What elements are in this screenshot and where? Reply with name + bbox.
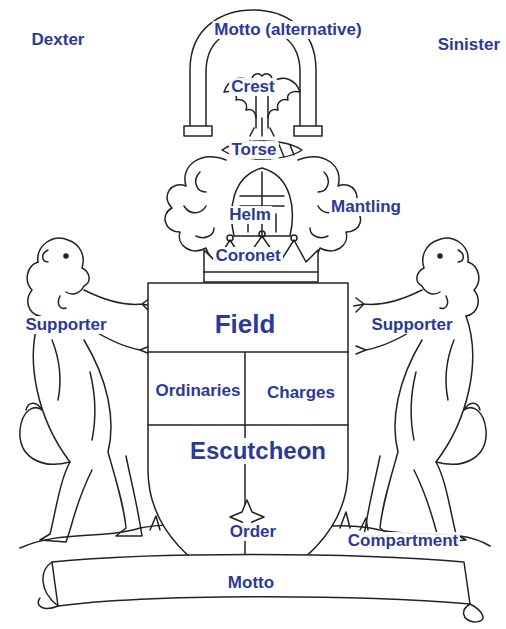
part-label: Crest — [229, 78, 276, 97]
part-label: Helm — [227, 206, 273, 225]
part-label: Escutcheon — [188, 438, 328, 464]
part-label: Motto — [226, 574, 276, 593]
part-label: Compartment — [346, 532, 461, 551]
part-label: Supporter — [369, 316, 454, 335]
part-label: Mantling — [329, 198, 403, 217]
part-label: Torse — [229, 141, 278, 160]
part-label: Motto (alternative) — [212, 21, 363, 40]
part-label: Ordinaries — [153, 382, 242, 401]
part-label: Supporter — [23, 316, 108, 335]
part-label: Coronet — [213, 247, 282, 266]
part-label: Dexter — [30, 31, 87, 50]
part-label: Charges — [265, 384, 337, 403]
part-label: Sinister — [436, 36, 502, 55]
part-label: Field — [213, 310, 278, 339]
part-label: Order — [228, 523, 278, 542]
